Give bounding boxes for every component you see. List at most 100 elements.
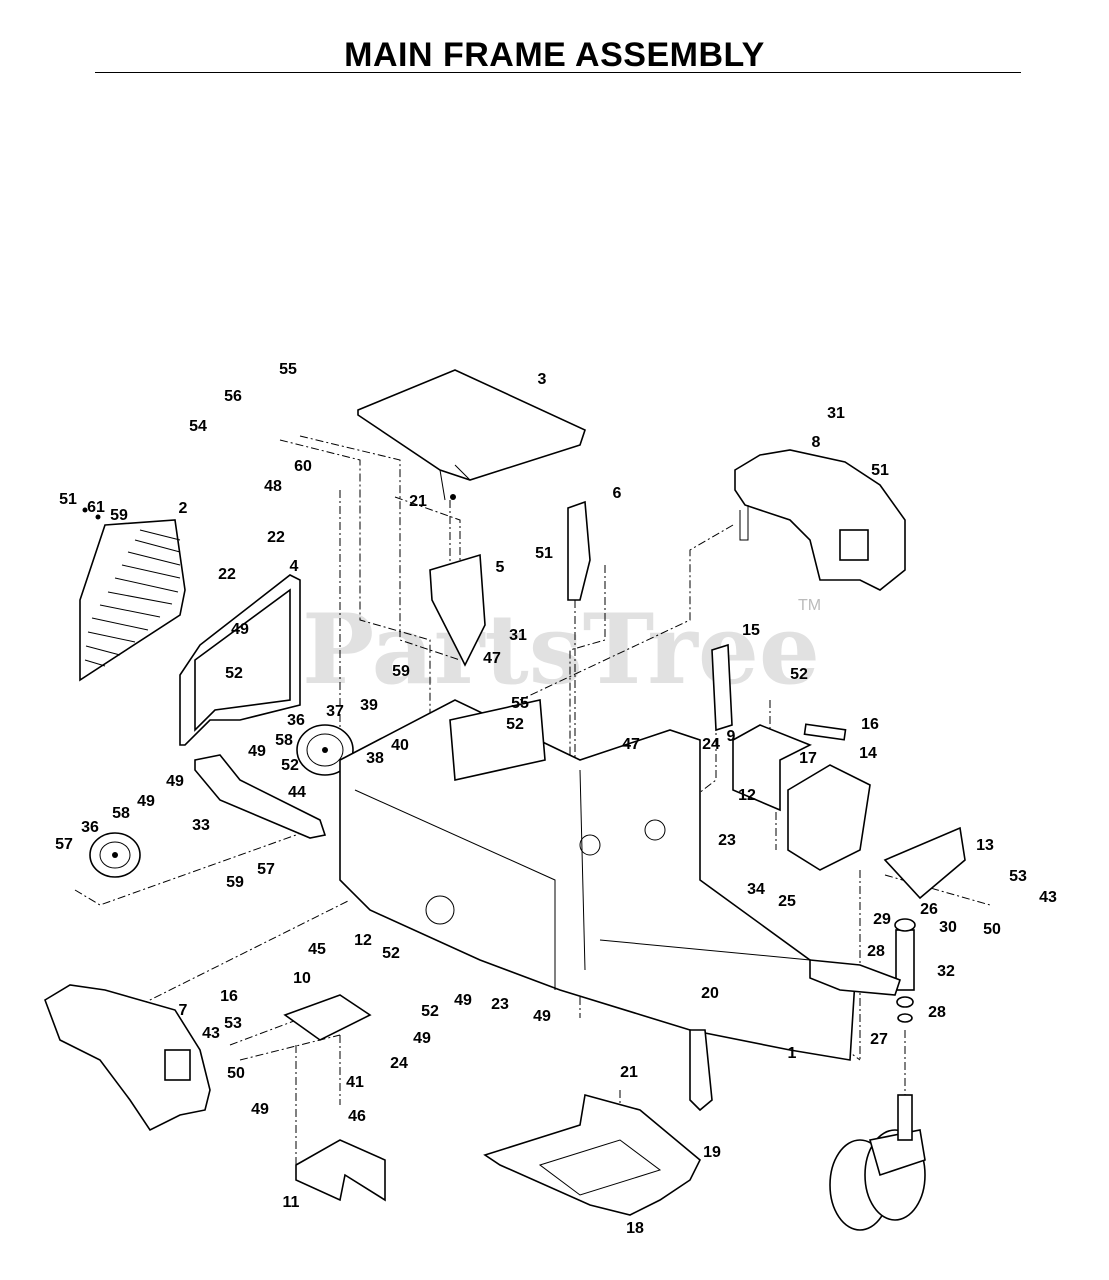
callout-30: 30 bbox=[939, 919, 957, 936]
callout-31: 31 bbox=[827, 405, 845, 422]
part-10-plate bbox=[283, 994, 372, 1041]
callout-52: 52 bbox=[281, 757, 299, 774]
part-11-cover bbox=[295, 1139, 386, 1202]
callout-16: 16 bbox=[861, 716, 879, 733]
callout-50: 50 bbox=[227, 1065, 245, 1082]
part-1-main-frame bbox=[339, 699, 856, 1112]
callout-52: 52 bbox=[506, 716, 524, 733]
callout-51: 51 bbox=[59, 491, 77, 508]
callout-7: 7 bbox=[179, 1002, 188, 1019]
callout-38: 38 bbox=[366, 750, 384, 767]
callout-59: 59 bbox=[226, 874, 244, 891]
callout-18: 18 bbox=[626, 1220, 644, 1237]
callout-24: 24 bbox=[390, 1055, 408, 1072]
part-15-post bbox=[711, 643, 733, 732]
callout-52: 52 bbox=[225, 665, 243, 682]
part-33-bracket bbox=[194, 754, 327, 839]
callout-33: 33 bbox=[192, 817, 210, 834]
caster-stack bbox=[809, 918, 916, 1023]
callout-26: 26 bbox=[920, 901, 938, 918]
callout-32: 32 bbox=[937, 963, 955, 980]
callout-31: 31 bbox=[509, 627, 527, 644]
callout-52: 52 bbox=[382, 945, 400, 962]
callout-55: 55 bbox=[279, 361, 297, 378]
callout-43: 43 bbox=[202, 1025, 220, 1042]
part-9-box bbox=[732, 724, 812, 812]
callout-4: 4 bbox=[290, 558, 299, 575]
callout-22: 22 bbox=[218, 566, 236, 583]
part-8-rear-fender bbox=[734, 449, 906, 591]
callout-52: 52 bbox=[790, 666, 808, 683]
callout-55: 55 bbox=[511, 695, 529, 712]
callout-23: 23 bbox=[491, 996, 509, 1013]
callout-10: 10 bbox=[293, 970, 311, 987]
page-title: MAIN FRAME ASSEMBLY bbox=[344, 36, 765, 74]
callout-23: 23 bbox=[718, 832, 736, 849]
callout-22: 22 bbox=[267, 529, 285, 546]
callout-39: 39 bbox=[360, 697, 378, 714]
callout-40: 40 bbox=[391, 737, 409, 754]
callout-56: 56 bbox=[224, 388, 242, 405]
callout-47: 47 bbox=[622, 736, 640, 753]
callout-49: 49 bbox=[454, 992, 472, 1009]
callout-45: 45 bbox=[308, 941, 326, 958]
part-16-plate bbox=[803, 723, 847, 741]
callout-43: 43 bbox=[1039, 889, 1057, 906]
callout-3: 3 bbox=[538, 371, 547, 388]
callout-49: 49 bbox=[137, 793, 155, 810]
callout-14: 14 bbox=[859, 745, 877, 762]
callout-27: 27 bbox=[870, 1031, 888, 1048]
callout-47: 47 bbox=[483, 650, 501, 667]
callout-1: 1 bbox=[788, 1045, 797, 1062]
callout-53: 53 bbox=[224, 1015, 242, 1032]
part-6-bracket bbox=[567, 500, 591, 601]
callout-29: 29 bbox=[873, 911, 891, 928]
part-13-bracket bbox=[883, 826, 966, 900]
callout-49: 49 bbox=[248, 743, 266, 760]
callout-9: 9 bbox=[727, 728, 736, 745]
callout-60: 60 bbox=[294, 458, 312, 475]
callout-61: 61 bbox=[87, 499, 105, 516]
callout-54: 54 bbox=[189, 418, 207, 435]
callout-49: 49 bbox=[413, 1030, 431, 1047]
part-19-floor-pan bbox=[483, 1093, 701, 1216]
callout-41: 41 bbox=[346, 1074, 364, 1091]
callout-15: 15 bbox=[742, 622, 760, 639]
callout-49: 49 bbox=[231, 621, 249, 638]
callout-51: 51 bbox=[871, 462, 889, 479]
callout-6: 6 bbox=[613, 485, 622, 502]
callout-48: 48 bbox=[264, 478, 282, 495]
callout-36: 36 bbox=[81, 819, 99, 836]
callout-2: 2 bbox=[179, 500, 188, 517]
part-14-box bbox=[787, 764, 871, 871]
callout-16: 16 bbox=[220, 988, 238, 1005]
part-36-pulley-upper bbox=[296, 724, 354, 776]
part-4-side-frame bbox=[179, 574, 301, 746]
callout-49: 49 bbox=[533, 1008, 551, 1025]
callout-46: 46 bbox=[348, 1108, 366, 1125]
callout-21: 21 bbox=[409, 493, 427, 510]
callout-21: 21 bbox=[620, 1064, 638, 1081]
part-2-grille-panel bbox=[79, 507, 186, 682]
callout-52: 52 bbox=[421, 1003, 439, 1020]
part-7-front-fender bbox=[44, 984, 211, 1132]
callout-59: 59 bbox=[392, 663, 410, 680]
callout-17: 17 bbox=[799, 750, 817, 767]
callout-34: 34 bbox=[747, 881, 765, 898]
callout-12: 12 bbox=[354, 932, 372, 949]
callout-28: 28 bbox=[928, 1004, 946, 1021]
callout-8: 8 bbox=[812, 434, 821, 451]
callout-49: 49 bbox=[251, 1101, 269, 1118]
callout-11: 11 bbox=[283, 1194, 300, 1211]
callout-19: 19 bbox=[703, 1144, 721, 1161]
callout-44: 44 bbox=[288, 784, 306, 801]
callout-57: 57 bbox=[257, 861, 275, 878]
part-5-bracket bbox=[429, 553, 486, 667]
callout-28: 28 bbox=[867, 943, 885, 960]
callout-5: 5 bbox=[496, 559, 505, 576]
callout-58: 58 bbox=[275, 732, 293, 749]
watermark-trademark: TM bbox=[798, 597, 821, 614]
